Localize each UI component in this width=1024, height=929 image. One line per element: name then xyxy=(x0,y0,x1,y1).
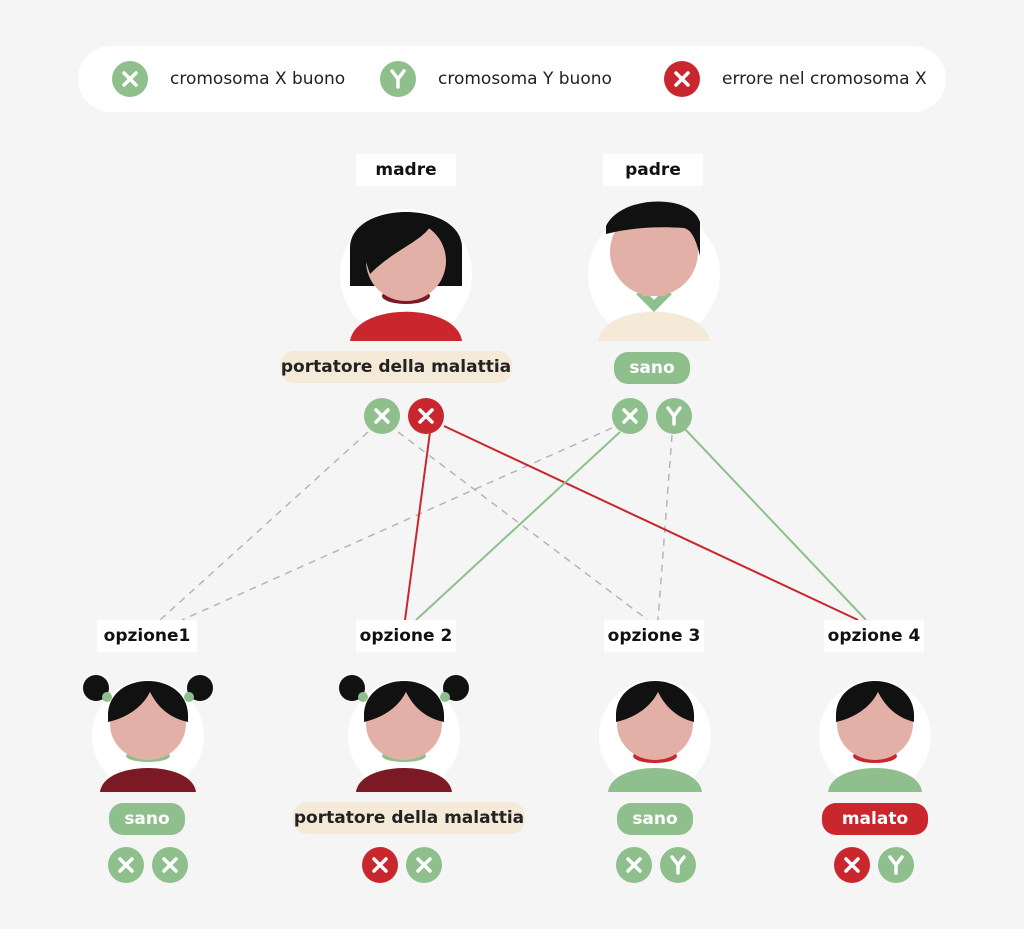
child-2-label: opzione 2 xyxy=(356,620,456,652)
x-chromosome-error-icon xyxy=(664,61,700,97)
child-4-chromosomes xyxy=(834,847,914,883)
y-chromosome-good-icon xyxy=(878,847,914,883)
x-chromosome-error-icon xyxy=(362,847,398,883)
legend-item-good-x: cromosoma X buono xyxy=(112,61,345,97)
x-chromosome-error-icon xyxy=(408,398,444,434)
father-chromosomes xyxy=(612,398,692,434)
child-1-chromosomes xyxy=(108,847,188,883)
child-1-label: opzione1 xyxy=(97,620,197,652)
x-chromosome-good-icon xyxy=(108,847,144,883)
x-chromosome-good-icon xyxy=(152,847,188,883)
legend-label-good-x: cromosoma X buono xyxy=(170,69,346,89)
x-chromosome-good-icon xyxy=(406,847,442,883)
legend-label-good-y: cromosoma Y buono xyxy=(438,69,612,89)
legend-label-error-x: errore nel cromosoma X xyxy=(722,69,927,89)
boy-avatar-icon xyxy=(599,680,711,792)
child-2-status-badge: portatore della malattia xyxy=(293,802,525,834)
y-chromosome-good-icon xyxy=(656,398,692,434)
father-avatar-icon xyxy=(588,201,720,341)
x-chromosome-good-icon xyxy=(616,847,652,883)
child-1-status-badge: sano xyxy=(109,803,185,835)
line-father-ygood-to-opzione4 xyxy=(683,427,867,621)
mother-chromosomes xyxy=(364,398,444,434)
line-father-xgood-to-opzione1 xyxy=(181,427,613,621)
legend-item-good-y: cromosoma Y buono xyxy=(380,61,612,97)
line-mother-xerror-to-opzione4 xyxy=(443,425,859,621)
line-mother-xgood-to-opzione1 xyxy=(159,431,369,621)
child-3-label: opzione 3 xyxy=(604,620,704,652)
y-chromosome-good-icon xyxy=(380,61,416,97)
child-4-status-badge: malato xyxy=(822,803,928,835)
mother-avatar-icon xyxy=(340,209,472,341)
line-father-xgood-to-opzione2 xyxy=(415,431,621,621)
mother-status-badge: portatore della malattia xyxy=(280,351,512,383)
mother-label: madre xyxy=(356,154,456,186)
legend: cromosoma X buono cromosoma Y buono erro… xyxy=(78,46,946,112)
line-father-ygood-to-opzione3 xyxy=(657,434,673,621)
father-label: padre xyxy=(603,154,703,186)
x-chromosome-good-icon xyxy=(112,61,148,97)
line-mother-xerror-to-opzione2 xyxy=(404,431,431,621)
line-mother-xgood-to-opzione3 xyxy=(397,431,649,621)
y-chromosome-good-icon xyxy=(660,847,696,883)
child-3-status-badge: sano xyxy=(617,803,693,835)
boy-avatar-icon xyxy=(819,680,931,792)
girl-avatar-icon xyxy=(83,675,213,792)
x-chromosome-good-icon xyxy=(364,398,400,434)
girl-avatar-icon xyxy=(339,675,469,792)
father-status-badge: sano xyxy=(614,352,690,384)
child-3-chromosomes xyxy=(616,847,696,883)
legend-item-error-x: errore nel cromosoma X xyxy=(664,61,927,97)
child-4-label: opzione 4 xyxy=(824,620,924,652)
child-2-chromosomes xyxy=(362,847,442,883)
x-chromosome-error-icon xyxy=(834,847,870,883)
x-chromosome-good-icon xyxy=(612,398,648,434)
